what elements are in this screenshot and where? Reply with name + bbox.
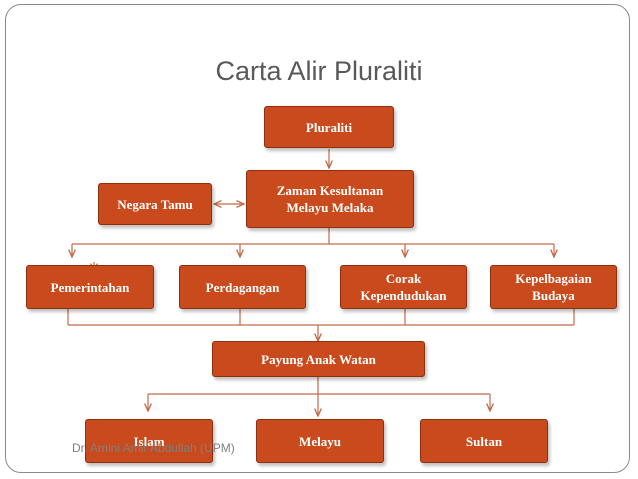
node-negara-tamu-label: Negara Tamu [117,196,193,212]
node-islam-label: Islam [133,433,165,449]
slide-title: Carta Alir Pluraliti [215,56,423,86]
node-zaman-kesultanan-label: Zaman Kesultanan Melayu Melaka [276,183,384,215]
slide-footer: Dr. Amini Amir Abdullah (UPM) [72,441,235,455]
node-pluraliti: Pluraliti [264,106,394,148]
node-melayu-label: Melayu [299,433,341,449]
node-pemerintahan-label: Pemerintahan [50,279,130,295]
node-payung-anak-watan: Payung Anak Watan [212,341,425,377]
node-islam: Islam [85,419,213,463]
node-payung-anak-watan-label: Payung Anak Watan [261,351,376,367]
node-pemerintahan: Pemerintahan [26,265,154,309]
node-zaman-kesultanan: Zaman Kesultanan Melayu Melaka [246,170,414,228]
node-melayu: Melayu [256,419,384,463]
node-corak-kependudukan: Corak Kependudukan [340,265,467,309]
node-negara-tamu: Negara Tamu [98,183,212,225]
node-kepelbagaian-budaya-label: Kepelbagaian Budaya [515,271,592,303]
node-sultan: Sultan [420,419,548,463]
node-perdagangan: Perdagangan [179,265,306,309]
node-sultan-label: Sultan [465,433,503,449]
node-perdagangan-label: Perdagangan [205,279,280,295]
node-pluraliti-label: Pluraliti [305,119,353,135]
node-corak-kependudukan-label: Corak Kependudukan [360,271,447,303]
node-kepelbagaian-budaya: Kepelbagaian Budaya [490,265,617,309]
